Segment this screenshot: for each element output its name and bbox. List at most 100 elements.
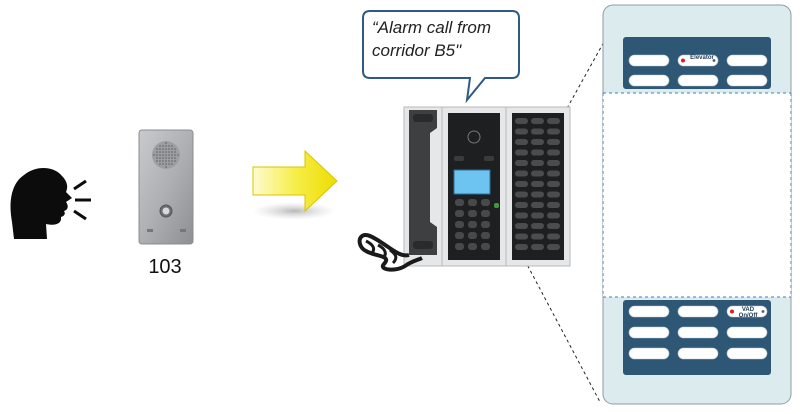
expansion-key <box>547 160 560 166</box>
grille-hole <box>171 160 173 162</box>
panel-key <box>628 54 670 67</box>
panel-key <box>677 305 719 318</box>
elevator-key-label: Elevator <box>690 55 714 61</box>
grille-hole <box>165 142 167 144</box>
grille-hole <box>165 163 167 165</box>
grille-hole <box>156 160 158 162</box>
grille-hole <box>156 157 158 159</box>
panel-key <box>677 326 719 339</box>
expansion-key <box>531 191 544 198</box>
grille-hole <box>171 163 173 165</box>
speech-bubble-line-2: corridor B5" <box>372 41 462 60</box>
grille-hole <box>165 166 167 168</box>
vad-key-label-line-2: On/Off <box>738 313 758 319</box>
grille-hole <box>162 145 164 147</box>
grille-hole <box>162 154 164 156</box>
right-arrow-icon <box>252 149 338 220</box>
keypad-key <box>468 232 477 239</box>
grille-hole <box>171 151 173 153</box>
expansion-key <box>547 202 560 208</box>
grille-hole <box>162 148 164 150</box>
station-number: 103 <box>148 256 182 278</box>
grille-hole <box>171 157 173 159</box>
panel-key <box>677 347 719 360</box>
panel-key <box>726 326 768 339</box>
panel-key <box>628 305 670 318</box>
grille-hole <box>162 151 164 153</box>
keypad-key <box>468 221 477 228</box>
expansion-key <box>547 118 560 124</box>
expansion-key <box>531 139 544 145</box>
panel-key <box>726 74 768 87</box>
expansion-key <box>531 128 544 135</box>
keypad-key <box>455 210 464 217</box>
expansion-key <box>515 244 528 250</box>
expansion-key <box>531 118 544 124</box>
expansion-key <box>515 212 528 219</box>
grille-hole <box>159 154 161 156</box>
grille-hole <box>165 148 167 150</box>
grille-hole <box>171 148 173 150</box>
grille-hole <box>165 160 167 162</box>
red-led-icon <box>681 58 685 63</box>
red-led-icon <box>730 309 734 314</box>
expansion-key <box>547 181 560 187</box>
expansion-key <box>531 244 544 250</box>
keypad-key <box>455 243 464 250</box>
speaker-grille-icon <box>153 142 179 168</box>
speech-bubble-text: “Alarm call from corridor B5" <box>372 16 512 62</box>
panel-key <box>726 54 768 67</box>
keypad-key <box>481 243 490 250</box>
labelled-key <box>726 305 768 318</box>
key-dot-icon <box>761 310 765 313</box>
expansion-key <box>547 223 560 229</box>
expansion-key <box>515 118 528 124</box>
grille-hole <box>162 157 164 159</box>
grille-hole <box>159 151 161 153</box>
vad-key-label-line-1: VAD <box>741 307 755 313</box>
expansion-key <box>547 128 560 135</box>
grille-hole <box>159 157 161 159</box>
expansion-key <box>547 191 560 198</box>
expansion-key <box>531 181 544 187</box>
grille-hole <box>162 163 164 165</box>
keypad-key <box>455 199 464 206</box>
keypad-key <box>468 210 477 217</box>
grille-hole <box>153 154 155 156</box>
keypad-key <box>481 232 490 239</box>
grille-hole <box>159 148 161 150</box>
expansion-key <box>531 170 544 177</box>
expansion-key <box>515 223 528 229</box>
grille-hole <box>156 148 158 150</box>
expansion-key <box>531 223 544 229</box>
grille-hole <box>162 160 164 162</box>
grille-hole <box>168 151 170 153</box>
grille-hole <box>165 151 167 153</box>
keypad-key <box>455 221 464 228</box>
panel-key <box>677 74 719 87</box>
expansion-key <box>531 212 544 219</box>
panel-key <box>628 74 670 87</box>
grille-hole <box>171 145 173 147</box>
grille-hole <box>174 160 176 162</box>
grille-hole <box>159 145 161 147</box>
card-keys <box>628 54 768 360</box>
expansion-key <box>515 160 528 166</box>
expansion-key <box>531 202 544 208</box>
keypad-call-key <box>494 203 499 208</box>
panel-key <box>628 326 670 339</box>
grille-hole <box>171 154 173 156</box>
grille-hole <box>165 157 167 159</box>
master-station-expansion <box>505 106 571 267</box>
speech-bubble-line-1: “Alarm call from <box>372 18 492 37</box>
expansion-key <box>531 160 544 166</box>
grille-hole <box>177 154 179 156</box>
zoom-line-bottom <box>521 254 601 403</box>
expansion-key <box>515 202 528 208</box>
keypad-key <box>468 199 477 206</box>
zoomed-panel-card <box>602 4 792 405</box>
expansion-key <box>515 128 528 135</box>
labelled-key <box>677 54 719 67</box>
speech-bubble <box>362 10 520 104</box>
